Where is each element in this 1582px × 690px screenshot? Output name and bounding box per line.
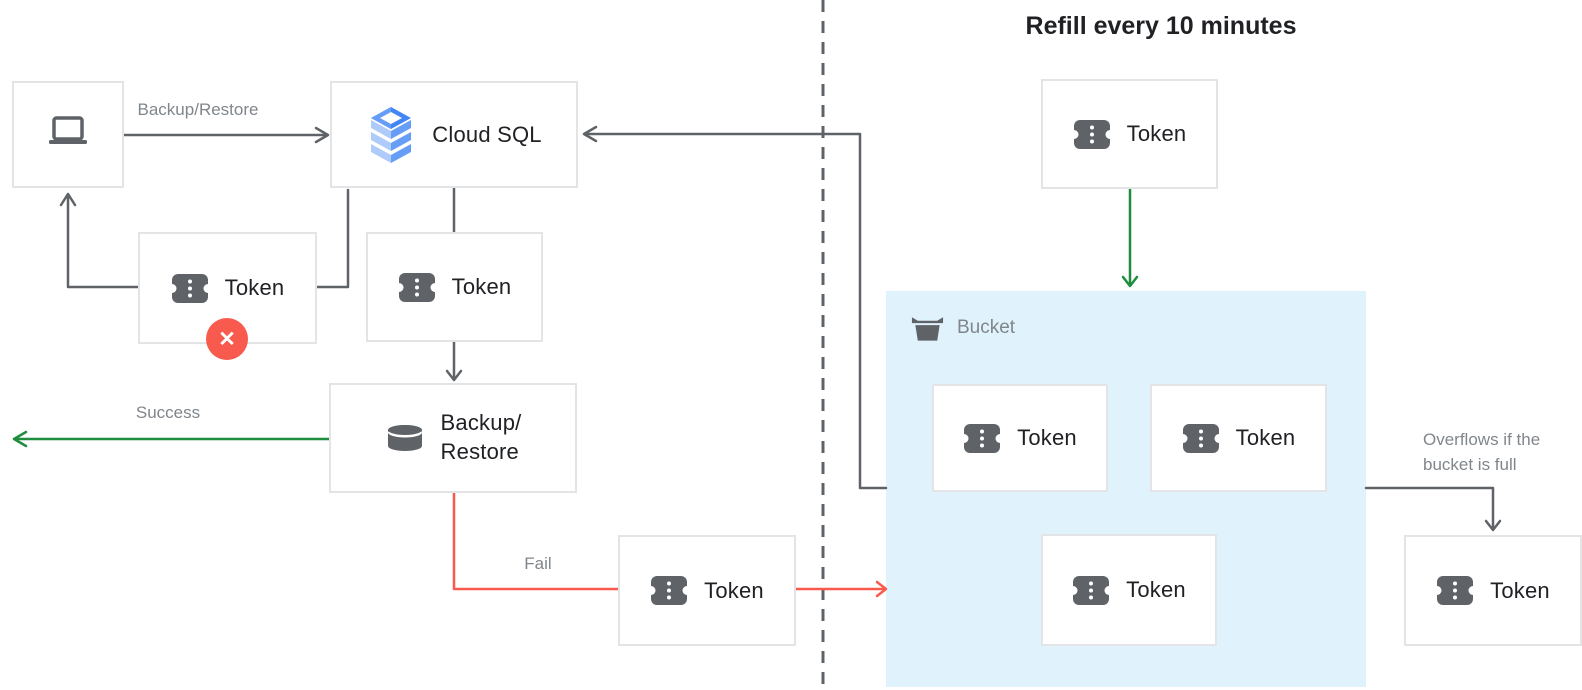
backup-label-line1: Backup/ — [440, 410, 522, 436]
node-label: Token — [451, 274, 512, 299]
node-label: Token — [1017, 425, 1077, 450]
overflow-label-line2: bucket is full — [1423, 455, 1517, 474]
bucket-token-node: Token — [1041, 534, 1217, 646]
bucket-label: Bucket — [957, 317, 1016, 338]
node-label: Token — [1490, 577, 1550, 603]
arrowhead-right-icon — [875, 580, 888, 598]
edge-label-overflow: Overflows if the bucket is full — [1423, 427, 1540, 477]
edge-token-to-cloudsql — [315, 188, 350, 289]
database-icon — [385, 424, 425, 452]
arrowhead-left-icon — [582, 125, 598, 143]
laptop-icon — [45, 114, 91, 155]
arrowhead-right-icon — [314, 126, 330, 144]
token-fail-node: Token — [618, 535, 796, 646]
token-rejected-node: Token — [138, 232, 317, 344]
node-label: Token — [1126, 121, 1187, 146]
edge-label-fail: Fail — [524, 554, 552, 573]
node-label: Token — [1126, 577, 1186, 602]
token-pending-node: Token — [366, 232, 543, 342]
diagram-title: Refill every 10 minutes — [1025, 12, 1297, 40]
node-label: Cloud SQL — [432, 121, 542, 147]
token-refill-node: Token — [1041, 79, 1218, 189]
token-icon — [1181, 423, 1220, 454]
client-node — [12, 81, 124, 188]
node-label: Token — [704, 577, 764, 603]
node-label: Token — [1235, 425, 1296, 450]
bucket-icon — [910, 314, 945, 342]
edge-fail — [452, 491, 620, 591]
token-icon — [1072, 119, 1111, 150]
arrowhead-down-icon — [1484, 519, 1502, 532]
bucket-caption: Bucket — [910, 314, 1015, 342]
edge-label-success: Success — [135, 403, 201, 422]
overflow-label-line1: Overflows if the — [1423, 430, 1541, 449]
cloud-sql-icon — [366, 106, 416, 163]
token-overflow-node: Token — [1404, 535, 1582, 646]
arrowhead-down-icon — [1121, 275, 1139, 288]
token-icon — [963, 423, 1002, 454]
token-icon — [170, 273, 209, 304]
token-icon — [1072, 575, 1111, 606]
arrowhead-down-icon — [445, 369, 463, 382]
bucket-token-node: Token — [1150, 384, 1327, 492]
edge-bucket-to-cloudsql — [584, 132, 888, 490]
edge-bucket-to-overflow — [1364, 486, 1495, 530]
edge-label-backup-restore: Backup/Restore — [137, 100, 259, 119]
edge-token-to-client — [66, 194, 140, 289]
arrowhead-left-icon — [12, 430, 28, 448]
node-label: Backup/ Restore — [441, 409, 522, 466]
token-icon — [1436, 575, 1475, 606]
token-icon — [397, 272, 436, 303]
bucket-token-node: Token — [932, 384, 1108, 492]
error-x-icon: ✕ — [206, 318, 248, 360]
backup-label-line2: Restore — [440, 439, 519, 464]
arrowhead-up-icon — [59, 192, 77, 207]
token-icon — [650, 575, 689, 606]
cloud-sql-node: Cloud SQL — [330, 81, 578, 188]
node-label: Token — [224, 275, 285, 300]
backup-restore-node: Backup/ Restore — [329, 383, 577, 493]
